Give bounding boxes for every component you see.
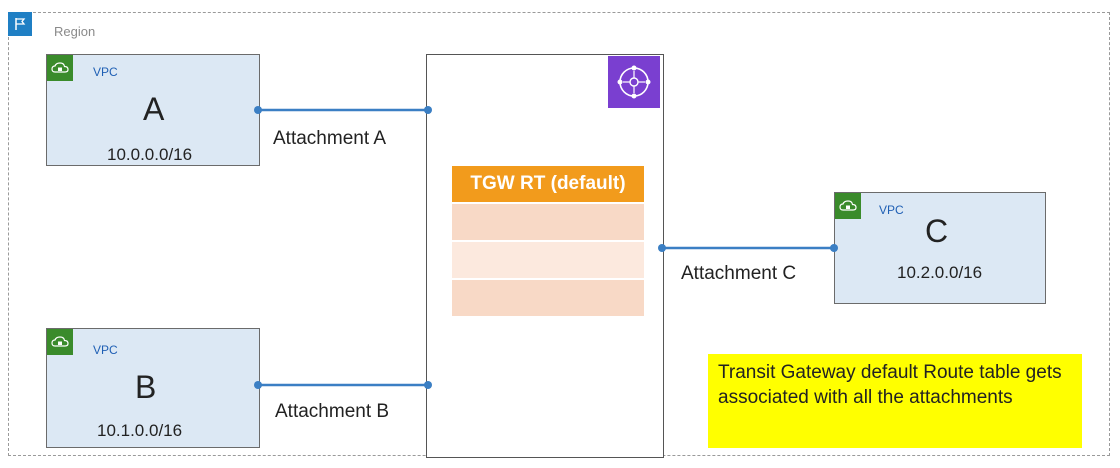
endpoint-dot xyxy=(424,106,432,114)
route-table-title: TGW RT (default) xyxy=(452,166,644,202)
attachment-c-label: Attachment C xyxy=(681,263,797,284)
endpoint-dot xyxy=(254,381,262,389)
endpoint-dot xyxy=(658,244,666,252)
vpc-cloud-lock-icon xyxy=(47,55,73,81)
transit-gateway-icon xyxy=(608,56,660,108)
flag-icon xyxy=(8,12,32,36)
route-table-row xyxy=(452,204,644,240)
endpoint-dot xyxy=(254,106,262,114)
region-label: Region xyxy=(54,24,96,39)
attachment-a-label: Attachment A xyxy=(273,128,387,149)
vpc-name: B xyxy=(135,369,157,405)
vpc-tag: VPC xyxy=(879,203,904,217)
vpc-tag: VPC xyxy=(93,343,118,357)
vpc-cloud-lock-icon xyxy=(835,193,861,219)
vpc-name: A xyxy=(143,91,165,127)
attachment-b-label: Attachment B xyxy=(275,401,390,422)
endpoint-dot xyxy=(830,244,838,252)
route-table-row xyxy=(452,280,644,316)
vpc-cidr: 10.1.0.0/16 xyxy=(97,421,183,440)
vpc-a[interactable]: VPC A 10.0.0.0/16 xyxy=(46,54,260,166)
vpc-b[interactable]: VPC B 10.1.0.0/16 xyxy=(46,328,260,448)
vpc-cloud-lock-icon xyxy=(47,329,73,355)
vpc-cidr: 10.2.0.0/16 xyxy=(897,263,983,282)
route-table-row xyxy=(452,242,644,278)
vpc-c[interactable]: VPC C 10.2.0.0/16 xyxy=(834,192,1046,304)
vpc-name: C xyxy=(925,213,949,249)
note-callout: Transit Gateway default Route table gets… xyxy=(708,354,1082,448)
vpc-cidr: 10.0.0.0/16 xyxy=(107,145,193,164)
vpc-tag: VPC xyxy=(93,65,118,79)
endpoint-dot xyxy=(424,381,432,389)
